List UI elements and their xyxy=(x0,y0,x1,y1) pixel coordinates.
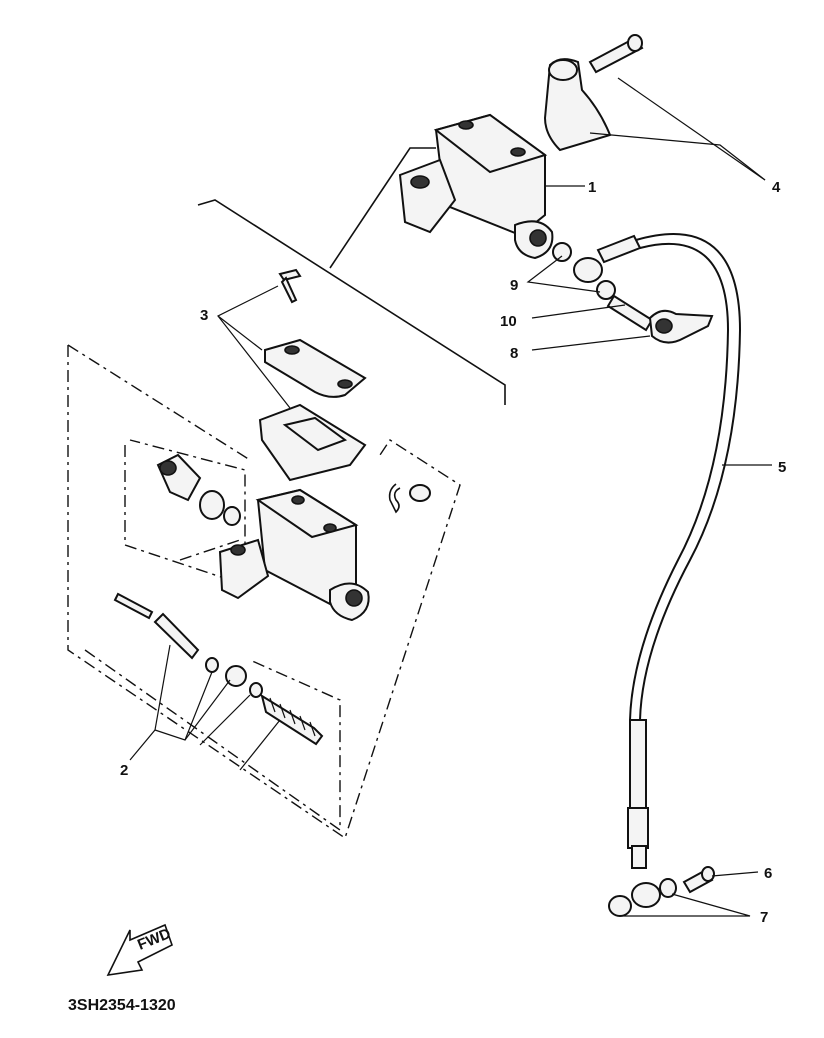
callout-10: 10 xyxy=(500,313,517,330)
brake-hose xyxy=(596,233,742,917)
callout-9: 9 xyxy=(510,277,518,294)
callout-7: 7 xyxy=(760,909,768,926)
callout-6: 6 xyxy=(764,865,772,882)
callout-4: 4 xyxy=(772,179,781,196)
callout-5: 5 xyxy=(778,459,786,476)
callout-3: 3 xyxy=(200,307,208,324)
fwd-label: FWD xyxy=(135,925,173,954)
banjo-fittings xyxy=(552,242,714,344)
leader-lines xyxy=(129,77,772,917)
master-cylinder xyxy=(398,113,554,260)
callout-8: 8 xyxy=(510,345,518,362)
callout-2: 2 xyxy=(120,762,128,779)
boot-and-seals xyxy=(156,453,241,526)
reservoir-cap-set xyxy=(258,268,367,482)
figure-code: 3SH2354-1320 xyxy=(68,997,176,1014)
callout-1: 1 xyxy=(588,179,596,196)
piston-parts xyxy=(113,592,324,746)
clamp-holder xyxy=(543,34,644,152)
callouts: 1 2 3 4 5 6 7 8 9 10 xyxy=(120,179,786,926)
cylinder-body xyxy=(218,483,431,622)
fwd-arrow-icon: FWD xyxy=(106,923,173,977)
